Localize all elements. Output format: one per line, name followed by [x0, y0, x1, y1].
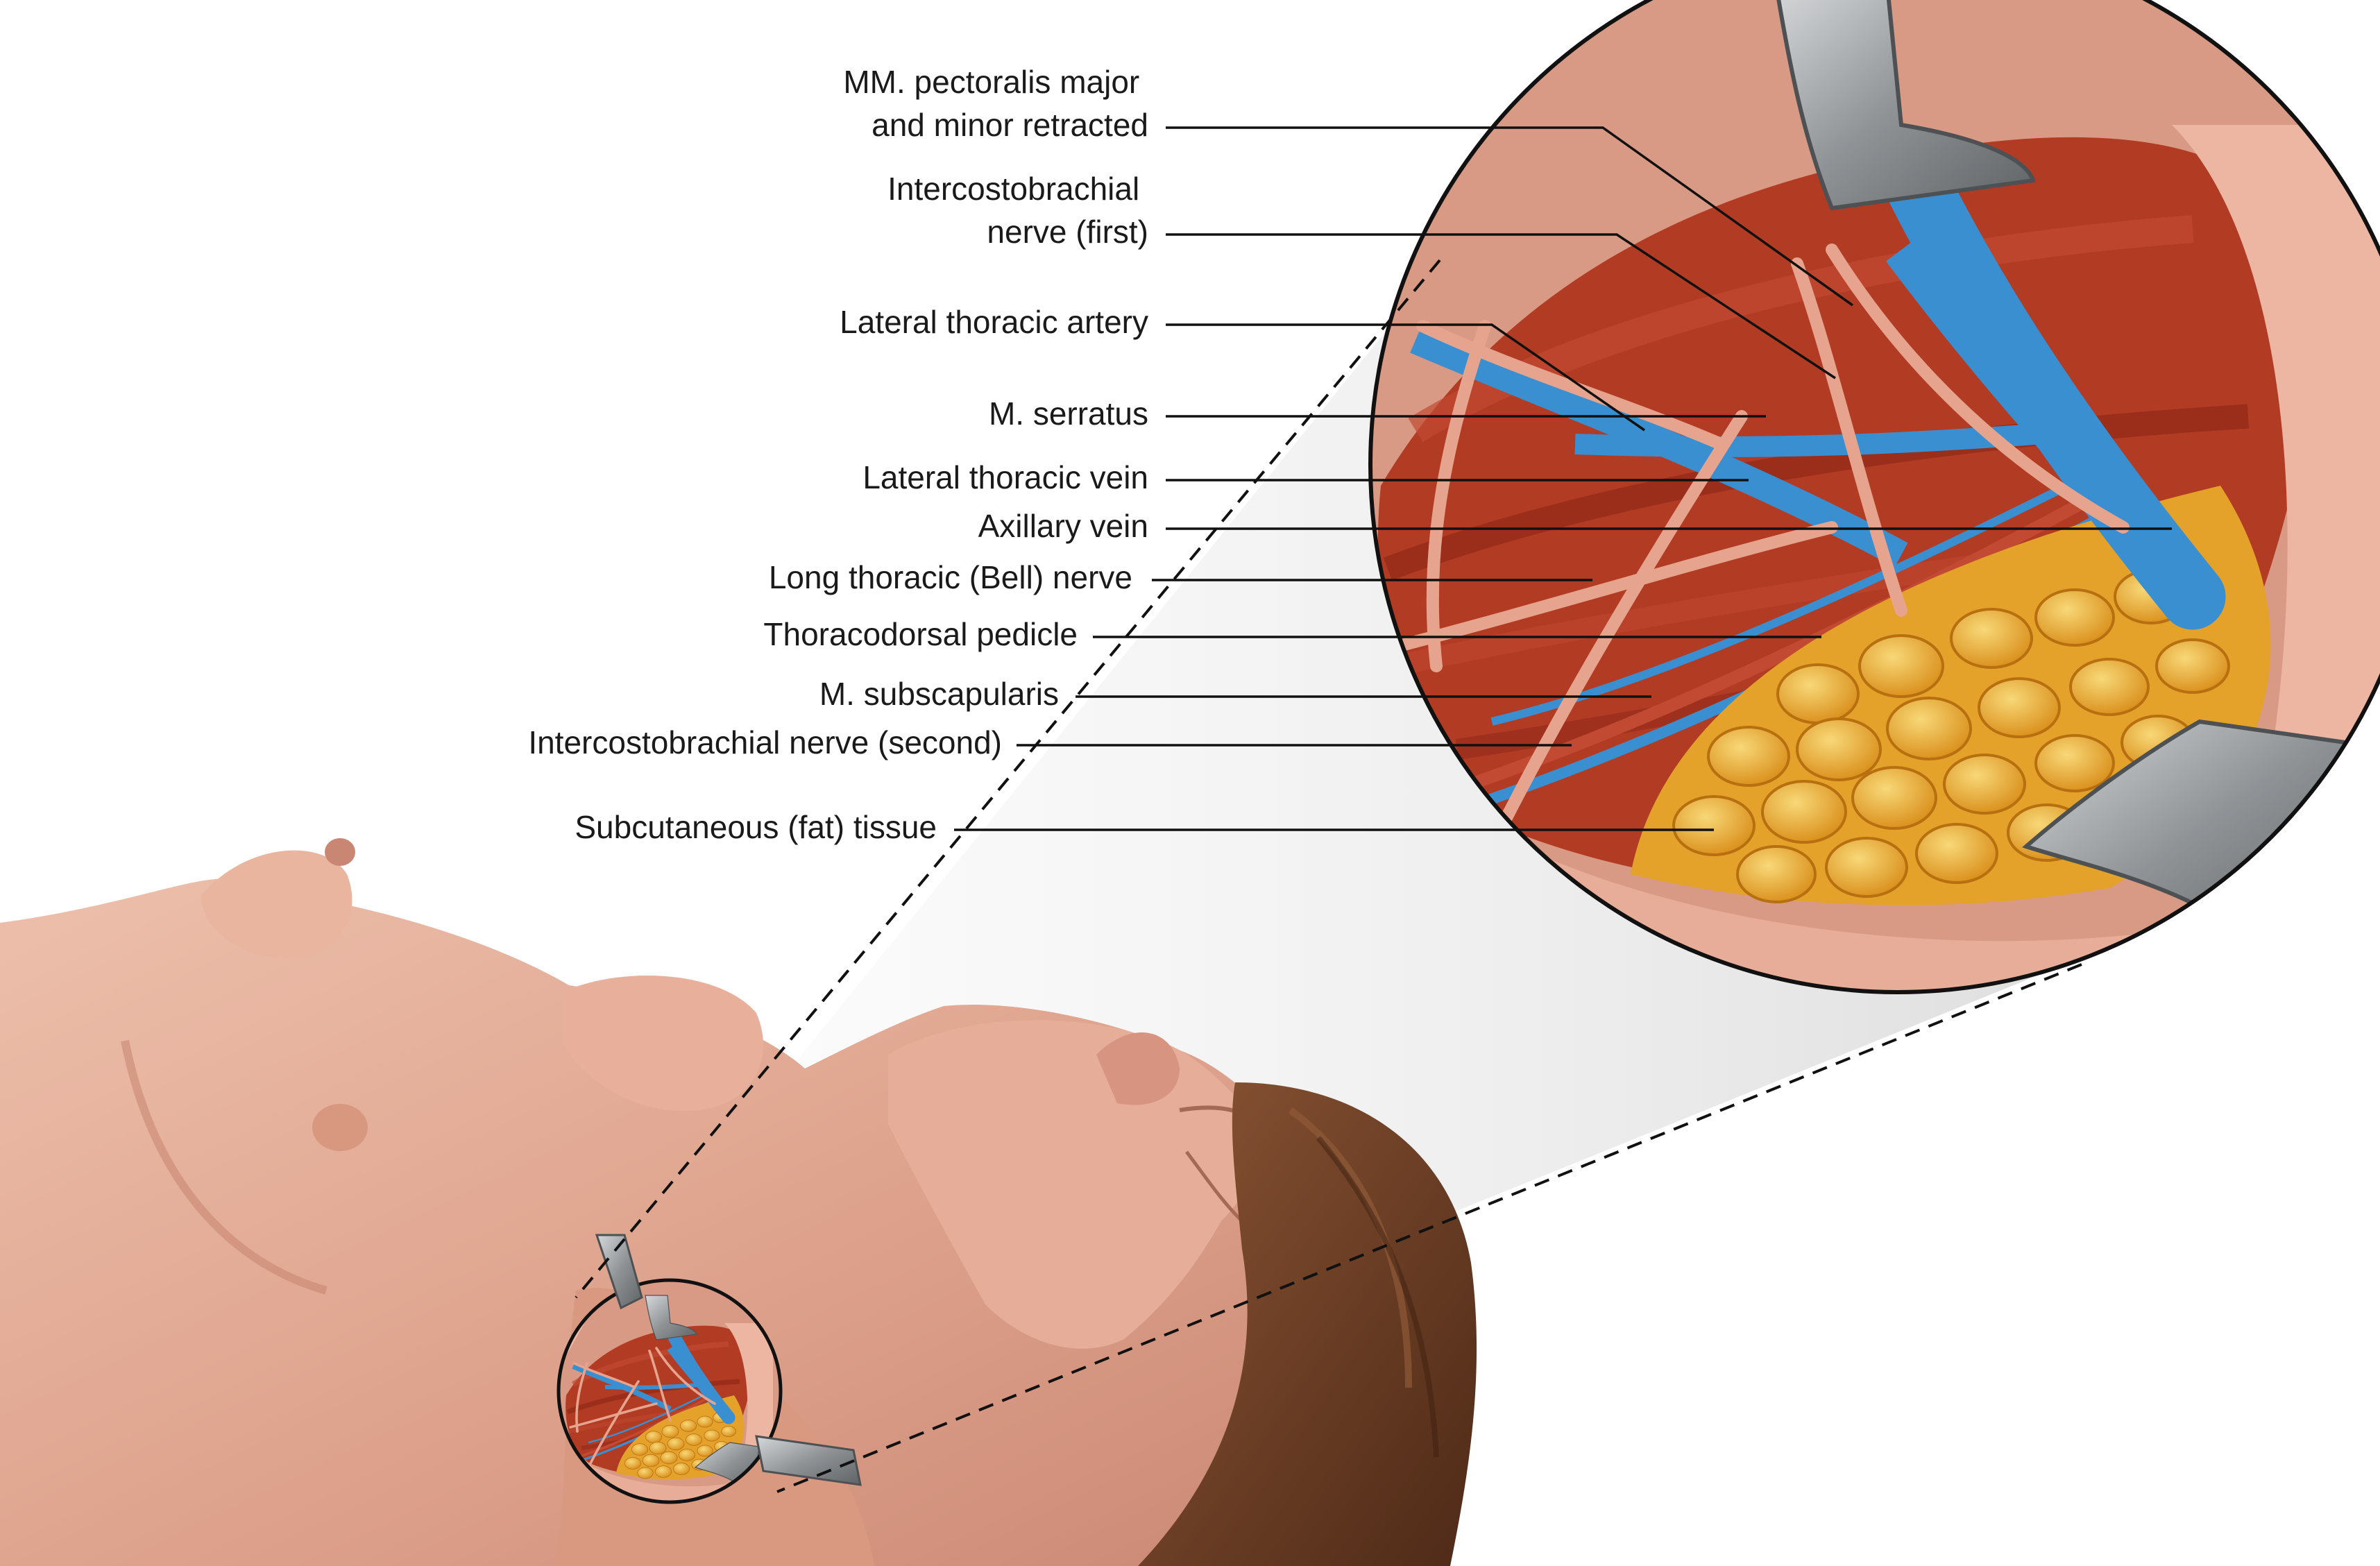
- label-long-thoracic: Long thoracic (Bell) nerve: [769, 559, 1132, 595]
- patient-figure: [0, 838, 1477, 1566]
- label-serratus: M. serratus: [989, 395, 1148, 432]
- label-list: MM. pectoralis major and minor retracted…: [528, 64, 1148, 845]
- leader-pectoralis: [1166, 126, 1854, 307]
- label-lat-thoracic-vein: Lateral thoracic vein: [862, 459, 1148, 495]
- label-icb-first: Intercostobrachial nerve (first): [887, 171, 1148, 250]
- label-lat-thoracic-artery: Lateral thoracic artery: [840, 304, 1148, 340]
- label-subscapularis: M. subscapularis: [819, 676, 1059, 712]
- label-thoracodorsal: Thoracodorsal pedicle: [763, 616, 1078, 652]
- label-axillary-vein: Axillary vein: [978, 508, 1148, 544]
- label-icb-first-line2: nerve (first): [987, 214, 1148, 250]
- label-icb-second: Intercostobrachial nerve (second): [528, 724, 1002, 760]
- label-pectoralis-line1: MM. pectoralis major: [843, 64, 1139, 100]
- magnified-surgical-field: [1368, 0, 2380, 994]
- label-fat: Subcutaneous (fat) tissue: [575, 809, 937, 845]
- small-incision-view: [556, 1234, 862, 1504]
- leader-lines: [954, 126, 2172, 831]
- leader-icb-first: [1166, 233, 1836, 380]
- leader-lat-thoracic-artery: [1166, 323, 1645, 432]
- zoom-line-upper: [575, 259, 1441, 1299]
- label-pectoralis-line2: and minor retracted: [872, 107, 1148, 143]
- label-pectoralis: MM. pectoralis major and minor retracted: [843, 64, 1148, 143]
- zoom-line-lower: [776, 963, 2082, 1493]
- label-icb-first-line1: Intercostobrachial: [887, 171, 1139, 207]
